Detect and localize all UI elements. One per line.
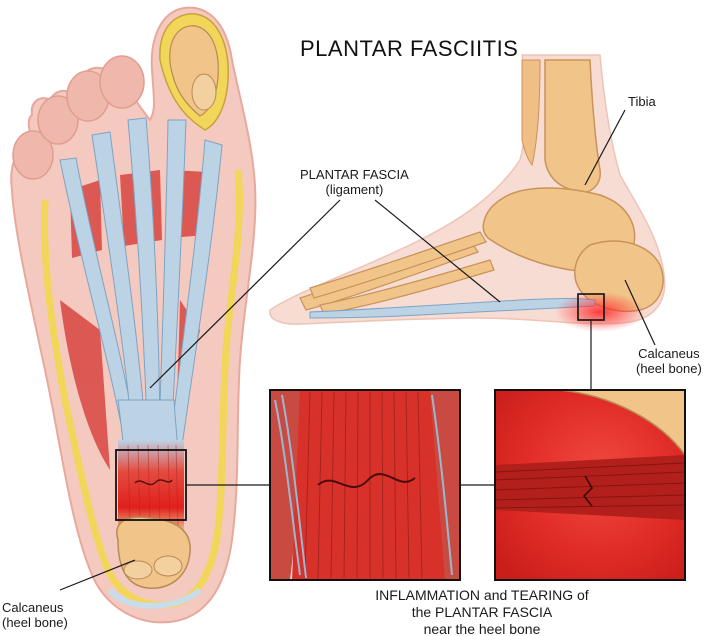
plantar-fascia-line2: (ligament) bbox=[325, 182, 384, 197]
sole-of-foot bbox=[10, 6, 257, 624]
zoom-panel-heel bbox=[494, 389, 686, 581]
label-plantar-fascia: PLANTAR FASCIA (ligament) bbox=[300, 167, 409, 197]
second-toe bbox=[99, 55, 145, 109]
big-toe-bone bbox=[191, 73, 217, 111]
tibia-bone bbox=[544, 59, 601, 194]
caption-line2: the PLANTAR FASCIA bbox=[411, 604, 553, 620]
calcaneus-right-line1: Calcaneus bbox=[638, 346, 700, 361]
tear-line-heel bbox=[582, 475, 594, 507]
label-calcaneus-left: Calcaneus (heel bone) bbox=[2, 600, 68, 630]
heel-bone-sole bbox=[116, 516, 191, 589]
fourth-toe bbox=[37, 95, 79, 145]
calcaneus-left-line1: Calcaneus bbox=[2, 600, 64, 615]
tear-line-small bbox=[134, 479, 173, 486]
tear-line-zoom bbox=[317, 473, 416, 489]
caption-inflammation: INFLAMMATION and TEARING of the PLANTAR … bbox=[362, 587, 602, 636]
caption-line1: INFLAMMATION and TEARING of bbox=[375, 587, 589, 603]
heel-glow bbox=[555, 292, 645, 332]
plantar-fascia-line1: PLANTAR FASCIA bbox=[300, 167, 409, 182]
page-title: PLANTAR FASCIITIS bbox=[300, 36, 519, 61]
plantar-fascia-bands bbox=[59, 117, 223, 471]
caption-line3: near the heel bone bbox=[423, 621, 541, 636]
label-tibia: Tibia bbox=[628, 94, 656, 109]
label-calcaneus-right: Calcaneus (heel bone) bbox=[636, 346, 702, 376]
little-toe bbox=[12, 130, 54, 180]
calcaneus-left-line2: (heel bone) bbox=[2, 615, 68, 630]
calcaneus-right-line2: (heel bone) bbox=[636, 361, 702, 376]
callout-lines bbox=[59, 109, 656, 591]
zoom-panel-fascia bbox=[269, 389, 461, 581]
side-view-foot bbox=[269, 54, 666, 332]
metatarsals bbox=[299, 231, 495, 315]
